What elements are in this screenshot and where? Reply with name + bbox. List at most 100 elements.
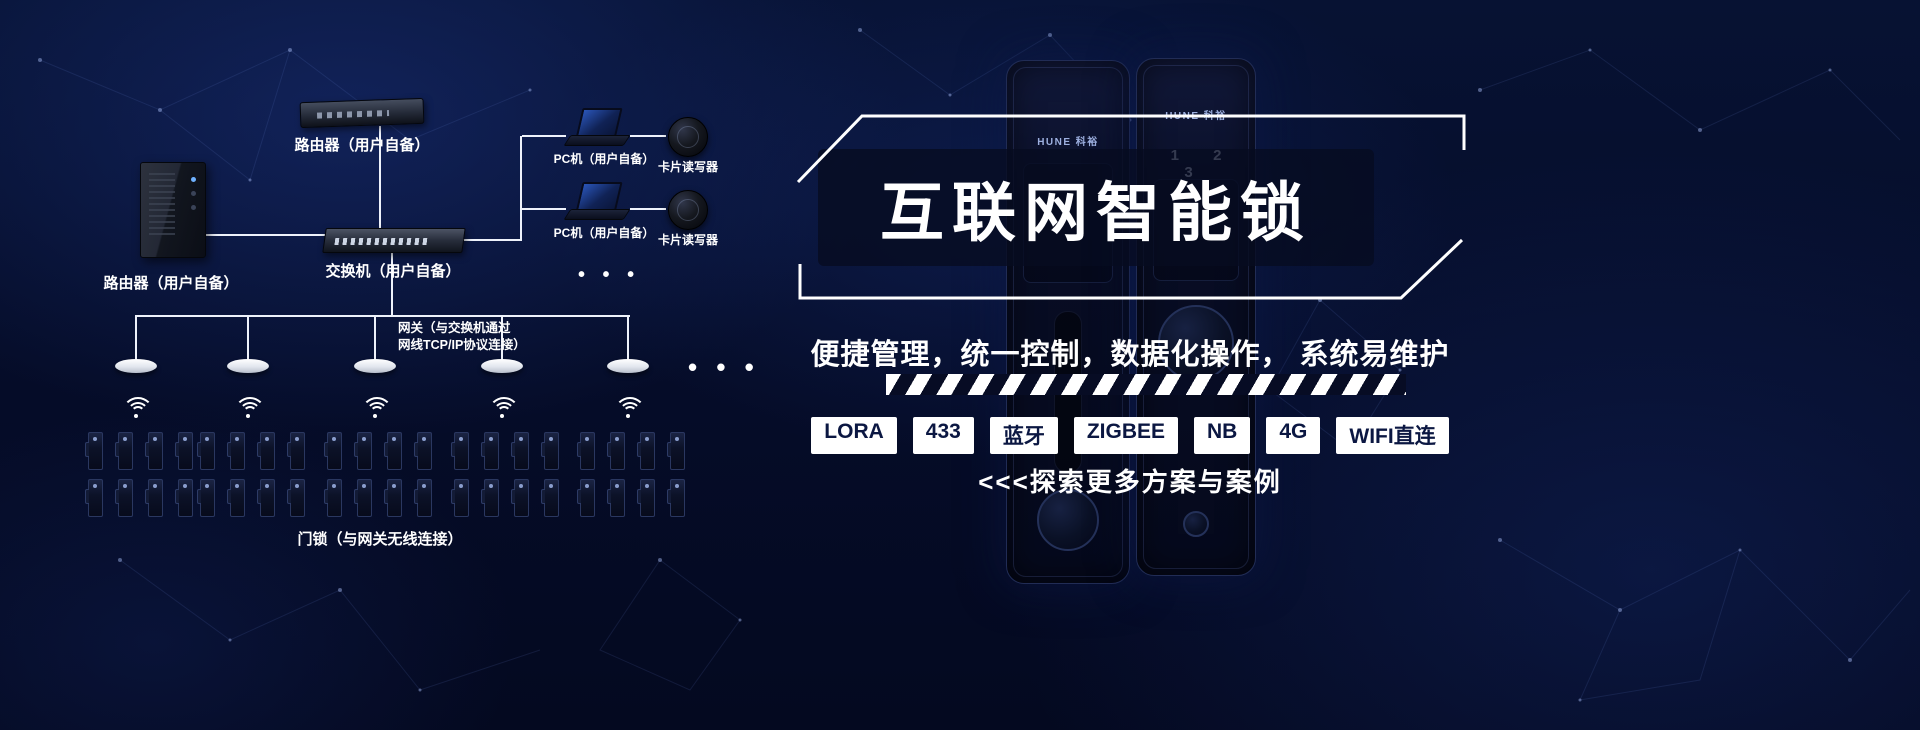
tag-433: 433 xyxy=(912,417,974,454)
door-lock-group xyxy=(85,432,193,517)
pc-ellipsis: • • • xyxy=(578,264,641,286)
wifi-icon xyxy=(613,396,646,420)
connector-line xyxy=(630,135,666,137)
connector-line xyxy=(135,315,630,317)
connector-line xyxy=(520,136,522,241)
gateway-note-line2: 网线TCP/IP协议连接） xyxy=(398,338,526,352)
door-lock xyxy=(115,479,133,517)
connector-line xyxy=(627,315,629,361)
lock-keyhole xyxy=(1183,511,1209,537)
gateway-device xyxy=(481,359,523,373)
card-reader2-label: 卡片读写器 xyxy=(657,233,718,247)
door-lock xyxy=(175,479,193,517)
door-lock xyxy=(637,479,655,517)
door-lock xyxy=(577,479,595,517)
door-locks-label: 门锁（与网关无线连接） xyxy=(297,531,463,548)
protocol-tags: LORA 433 蓝牙 ZIGBEE NB 4G WIFI直连 xyxy=(790,417,1470,454)
wifi-icon xyxy=(233,396,266,420)
pc2-label: PC机（用户自备） xyxy=(553,226,655,240)
tag-bluetooth: 蓝牙 xyxy=(989,417,1058,454)
lock-knob xyxy=(1037,489,1099,551)
door-lock-group xyxy=(577,432,685,517)
subtitle: 便捷管理，统一控制，数据化操作， 系统易维护 xyxy=(810,339,1450,371)
door-lock xyxy=(481,432,499,470)
door-lock xyxy=(354,432,372,470)
door-lock xyxy=(324,432,342,470)
tag-4g: 4G xyxy=(1266,417,1321,454)
tag-wifi-direct: WIFI直连 xyxy=(1336,417,1449,454)
door-lock xyxy=(414,479,432,517)
connector-line xyxy=(374,315,376,361)
door-lock xyxy=(145,432,163,470)
door-lock-group xyxy=(324,432,432,517)
door-lock xyxy=(414,432,432,470)
switch-label: 交换机（用户自备） xyxy=(325,263,461,280)
door-lock xyxy=(451,479,469,517)
door-lock xyxy=(541,432,559,470)
connector-line xyxy=(247,315,249,361)
gateway-device xyxy=(227,359,269,373)
door-lock xyxy=(451,432,469,470)
card-reader-icon xyxy=(668,117,708,157)
door-lock xyxy=(257,479,275,517)
card-reader1-label: 卡片读写器 xyxy=(657,160,718,174)
stripe-divider xyxy=(886,374,1406,395)
server-device xyxy=(140,162,206,258)
door-lock xyxy=(287,432,305,470)
tag-zigbee: ZIGBEE xyxy=(1073,417,1179,454)
door-lock xyxy=(85,432,103,470)
connector-line xyxy=(391,252,393,316)
door-lock xyxy=(287,479,305,517)
door-lock-group xyxy=(197,432,305,517)
gateway-device xyxy=(607,359,649,373)
connector-line xyxy=(630,208,666,210)
main-title: 互联网智能锁 xyxy=(880,176,1312,249)
door-lock xyxy=(607,479,625,517)
connector-line xyxy=(135,315,137,361)
gateway-ellipsis: • • • xyxy=(688,352,760,382)
connector-line xyxy=(522,208,566,210)
door-lock xyxy=(541,479,559,517)
gateway-device xyxy=(354,359,396,373)
gateway-note: 网关（与交换机通过 网线TCP/IP协议连接） xyxy=(398,320,526,354)
pc1-label: PC机（用户自备） xyxy=(553,152,655,166)
connector-line xyxy=(203,234,325,236)
gateway-device xyxy=(115,359,157,373)
lock-camera-knob xyxy=(1158,305,1234,381)
gateway-note-line1: 网关（与交换机通过 xyxy=(398,321,511,335)
explore-more-link[interactable]: <<<探索更多方案与案例 xyxy=(978,467,1282,497)
connector-line xyxy=(379,126,381,228)
router-label: 路由器（用户自备） xyxy=(294,137,430,154)
connector-line xyxy=(522,135,566,137)
title-strip: 互联网智能锁 xyxy=(818,149,1374,266)
door-lock xyxy=(511,432,529,470)
door-lock xyxy=(227,479,245,517)
wifi-icon xyxy=(487,396,520,420)
door-lock xyxy=(384,432,402,470)
tag-nb: NB xyxy=(1194,417,1251,454)
door-lock xyxy=(227,432,245,470)
wifi-icon xyxy=(121,396,154,420)
server-label: 路由器（用户自备） xyxy=(103,275,239,292)
door-lock xyxy=(667,432,685,470)
connector-line xyxy=(501,315,503,361)
door-lock xyxy=(637,432,655,470)
door-lock xyxy=(85,479,103,517)
card-reader-icon xyxy=(668,190,708,230)
wifi-icon xyxy=(360,396,393,420)
door-lock xyxy=(324,479,342,517)
door-lock xyxy=(115,432,133,470)
door-lock xyxy=(197,432,215,470)
door-lock xyxy=(481,479,499,517)
connector-line xyxy=(460,239,522,241)
door-lock xyxy=(257,432,275,470)
door-lock xyxy=(667,479,685,517)
door-lock xyxy=(197,479,215,517)
door-lock xyxy=(577,432,595,470)
door-lock-group xyxy=(451,432,559,517)
door-lock xyxy=(175,432,193,470)
door-lock xyxy=(607,432,625,470)
